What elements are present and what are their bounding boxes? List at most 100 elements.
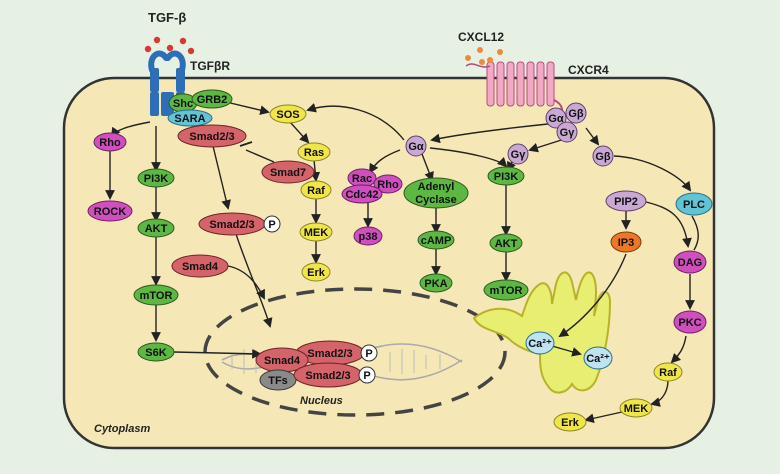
svg-text:Rho: Rho (377, 179, 399, 191)
node-akt-left: AKT (137, 218, 175, 238)
label-cytoplasm: Cytoplasm (94, 423, 150, 435)
node-galpha-center: Gα (405, 135, 427, 157)
svg-text:Gβ: Gβ (568, 108, 584, 120)
svg-text:Cdc42: Cdc42 (345, 189, 378, 201)
node-mtor-right: mTOR (483, 279, 529, 301)
node-s6k: S6K (137, 342, 175, 362)
svg-text:cAMP: cAMP (421, 235, 452, 247)
svg-text:MEK: MEK (624, 403, 649, 415)
svg-text:PI3K: PI3K (494, 171, 519, 183)
svg-text:p38: p38 (359, 231, 378, 243)
node-smad4-cyto: Smad4 (171, 254, 229, 278)
svg-text:Smad2/3: Smad2/3 (305, 370, 350, 382)
node-g-alpha: Gα (545, 107, 567, 129)
tgfb-ligand-icon (144, 36, 195, 55)
svg-text:Smad7: Smad7 (270, 167, 306, 179)
node-smad23-top: Smad2/3 (177, 124, 247, 148)
svg-text:Adenyl: Adenyl (418, 181, 455, 193)
signal-arrows (105, 100, 699, 424)
svg-text:Ras: Ras (304, 147, 324, 159)
node-rho-mid: Rho (373, 174, 403, 194)
node-cdc42: Cdc42 (341, 184, 383, 204)
node-rac: Rac (347, 168, 377, 188)
svg-text:Rac: Rac (352, 173, 372, 185)
svg-text:Gβ: Gβ (595, 151, 611, 163)
node-rock: ROCK (87, 200, 133, 222)
node-calcium-cyto: Ca²⁺ (583, 346, 613, 370)
node-rho-left: Rho (93, 132, 127, 152)
svg-text:Raf: Raf (659, 367, 677, 379)
node-calcium-er: Ca²⁺ (525, 331, 555, 355)
phospho-badge-nuc-1: P (360, 344, 378, 362)
svg-text:Smad2/3: Smad2/3 (307, 348, 352, 360)
node-erk-right: Erk (553, 412, 587, 432)
svg-text:Rho: Rho (99, 137, 121, 149)
svg-text:Smad4: Smad4 (264, 355, 301, 367)
node-p38: p38 (353, 226, 383, 246)
svg-text:Smad2/3: Smad2/3 (209, 219, 254, 231)
node-raf-mid: Raf (300, 180, 332, 200)
node-pka: PKA (419, 273, 453, 293)
svg-text:Ca²⁺: Ca²⁺ (528, 338, 552, 350)
node-smad7: Smad7 (261, 160, 315, 184)
signal-nodes: Shc GRB2 SARA SOS Rho ROCK PI3K AKT mTOR… (87, 89, 713, 432)
node-smad23-mid: Smad2/3 (198, 212, 266, 236)
svg-text:P: P (365, 348, 372, 360)
svg-text:Raf: Raf (307, 185, 325, 197)
label-cxcr4: CXCR4 (568, 63, 609, 77)
svg-text:AKT: AKT (495, 238, 518, 250)
phospho-badge-nuc-2: P (358, 366, 376, 384)
svg-text:Gγ: Gγ (560, 127, 576, 139)
phospho-badge: P (263, 215, 281, 233)
svg-text:P: P (268, 219, 275, 231)
node-grb2: GRB2 (191, 89, 233, 109)
node-raf-right: Raf (653, 362, 683, 382)
svg-text:AKT: AKT (145, 223, 168, 235)
cell-membrane (62, 76, 716, 450)
svg-text:TFs: TFs (268, 375, 288, 387)
node-pi3k-left: PI3K (137, 168, 175, 188)
node-ip3: IP3 (610, 231, 642, 253)
svg-text:Cyclase: Cyclase (415, 194, 457, 206)
node-akt-right: AKT (489, 233, 523, 253)
cxcl12-ligand-icon (465, 47, 503, 68)
node-mtor-left: mTOR (133, 284, 179, 306)
svg-text:Gα: Gα (408, 141, 424, 153)
svg-text:SARA: SARA (174, 113, 205, 125)
svg-text:S6K: S6K (145, 347, 166, 359)
svg-text:PI3K: PI3K (144, 173, 169, 185)
node-sara: SARA (167, 109, 213, 127)
svg-text:PIP2: PIP2 (614, 196, 638, 208)
node-dag: DAG (673, 250, 707, 274)
svg-text:Smad4: Smad4 (182, 261, 219, 273)
label-nucleus: Nucleus (300, 395, 343, 407)
svg-text:PLC: PLC (683, 199, 705, 211)
nucleus-envelope (203, 287, 507, 417)
node-sos: SOS (269, 104, 307, 124)
node-mek-mid: MEK (299, 222, 333, 242)
cxcr4-receptor-icon (486, 61, 563, 117)
node-plc: PLC (675, 192, 713, 216)
node-g-beta: Gβ (565, 102, 587, 124)
svg-text:Shc: Shc (173, 98, 193, 110)
label-tgfbr: TGFβR (190, 59, 230, 73)
svg-text:P: P (363, 370, 370, 382)
node-pip2: PIP2 (605, 190, 647, 212)
svg-text:Smad2/3: Smad2/3 (189, 131, 234, 143)
svg-text:mTOR: mTOR (490, 285, 523, 297)
svg-text:IP3: IP3 (618, 237, 635, 249)
node-g-gamma-2: Gγ (507, 143, 529, 165)
node-smad23-nuc-2: Smad2/3 (293, 362, 363, 388)
node-tfs: TFs (259, 369, 297, 391)
svg-text:Erk: Erk (307, 267, 326, 279)
node-pkc: PKC (673, 310, 707, 334)
node-erk-mid: Erk (301, 262, 331, 282)
svg-text:PKA: PKA (424, 278, 447, 290)
label-cxcl12: CXCL12 (458, 30, 504, 44)
svg-text:Gα: Gα (548, 113, 564, 125)
node-ras: Ras (297, 142, 331, 162)
node-pi3k-right: PI3K (487, 166, 525, 186)
